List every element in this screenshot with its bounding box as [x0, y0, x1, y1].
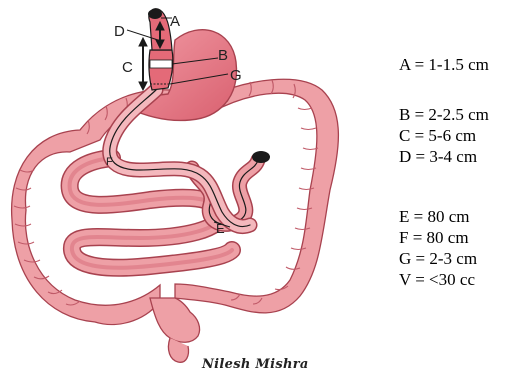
- legend-item-g: G = 2-3 cm: [399, 248, 477, 269]
- label-a: A: [170, 13, 180, 30]
- legend-item-e: E = 80 cm: [399, 206, 477, 227]
- legend-item-c: C = 5-6 cm: [399, 125, 489, 146]
- legend-item-f: F = 80 cm: [399, 227, 477, 248]
- label-f: F: [106, 156, 113, 168]
- label-d: D: [114, 23, 125, 40]
- band-marker: [150, 60, 172, 68]
- limb-opening: [252, 151, 270, 163]
- legend-item-d: D = 3-4 cm: [399, 146, 489, 167]
- legend-item-b: B = 2-2.5 cm: [399, 104, 489, 125]
- gastric-pouch: [149, 50, 173, 90]
- label-b: B: [218, 47, 228, 64]
- legend-item-a: A = 1-1.5 cm: [399, 54, 517, 75]
- label-g: G: [230, 67, 242, 84]
- legend-group-2: B = 2-2.5 cm C = 5-6 cm D = 3-4 cm: [399, 104, 489, 167]
- signature: Nilesh Mishra: [202, 357, 342, 372]
- legend-group-3: E = 80 cm F = 80 cm G = 2-3 cm V = <30 c…: [399, 206, 477, 290]
- large-intestine: [12, 79, 339, 362]
- label-c: C: [122, 59, 133, 76]
- legend-item-v: V = <30 cc: [399, 269, 477, 290]
- label-e: E: [216, 221, 225, 236]
